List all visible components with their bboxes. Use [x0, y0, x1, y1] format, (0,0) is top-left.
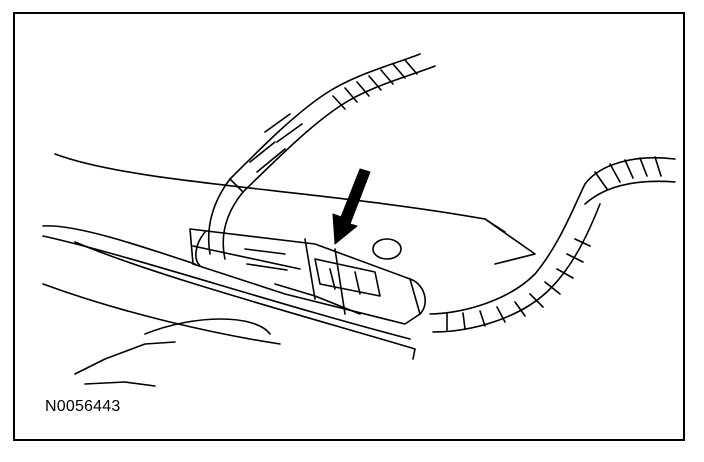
figure-id-label: N0056443 — [45, 398, 121, 415]
lower-harness — [429, 156, 676, 333]
mounting-hole — [372, 238, 402, 260]
figure-frame: N0056443 — [13, 12, 685, 441]
electrical-connector — [189, 228, 426, 325]
down-arrow-icon — [332, 168, 371, 245]
upper-harness — [207, 53, 436, 260]
body-panel — [42, 153, 536, 387]
connector-illustration — [42, 53, 676, 387]
